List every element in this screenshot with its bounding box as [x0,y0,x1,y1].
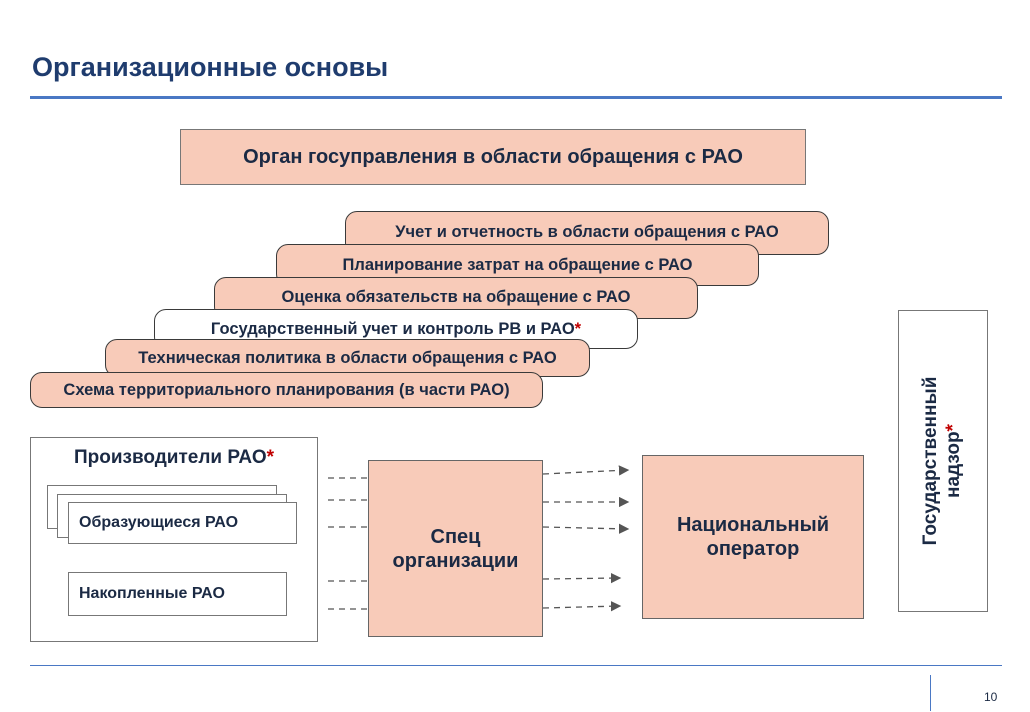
page-number: 10 [984,690,998,704]
spec-organizations-box: Спец организации [368,460,543,637]
function-label: Учет и отчетность в области обращения с … [395,223,779,241]
footnote-star: * [574,320,582,338]
footer-separator [930,675,931,711]
function-label: Техническая политика в области обращения… [138,349,557,367]
function-label: Планирование затрат на обращение с РАО [342,256,693,274]
title-divider [30,96,1002,99]
footnote-star: * [266,447,275,468]
function-label: Государственный учет и контроль РВ и РАО [210,320,575,338]
dashed-arrow [542,523,630,534]
function-pill-territorial-planning: Схема территориального планирования (в ч… [30,372,543,408]
accumulated-rao-card: Накопленные РАО [68,572,287,616]
function-label: Оценка обязательств на обращение с РАО [281,288,631,306]
national-operator-box: Национальный оператор [642,455,864,619]
dashed-arrow [542,601,622,612]
spec-organizations-label: Спец организации [392,525,519,572]
state-supervision-box: Государственный надзор* [898,310,988,612]
footer-divider [30,665,1002,666]
dashed-arrow [542,465,630,476]
governing-body-box: Орган госуправления в области обращения … [180,129,806,185]
national-operator-label: Национальный оператор [676,514,830,560]
generating-rao-card: Образующиеся РАО [68,502,297,544]
slide-title: Организационные основы [32,52,389,82]
state-supervision-label: Государственный надзор* [920,376,964,546]
footnote-star: * [943,424,964,432]
function-label: Схема территориального планирования (в ч… [63,380,510,399]
dashed-arrow [542,572,622,584]
producers-title: Производители РАО* [73,447,275,468]
function-pill-technical-policy: Техническая политика в области обращения… [105,339,590,377]
